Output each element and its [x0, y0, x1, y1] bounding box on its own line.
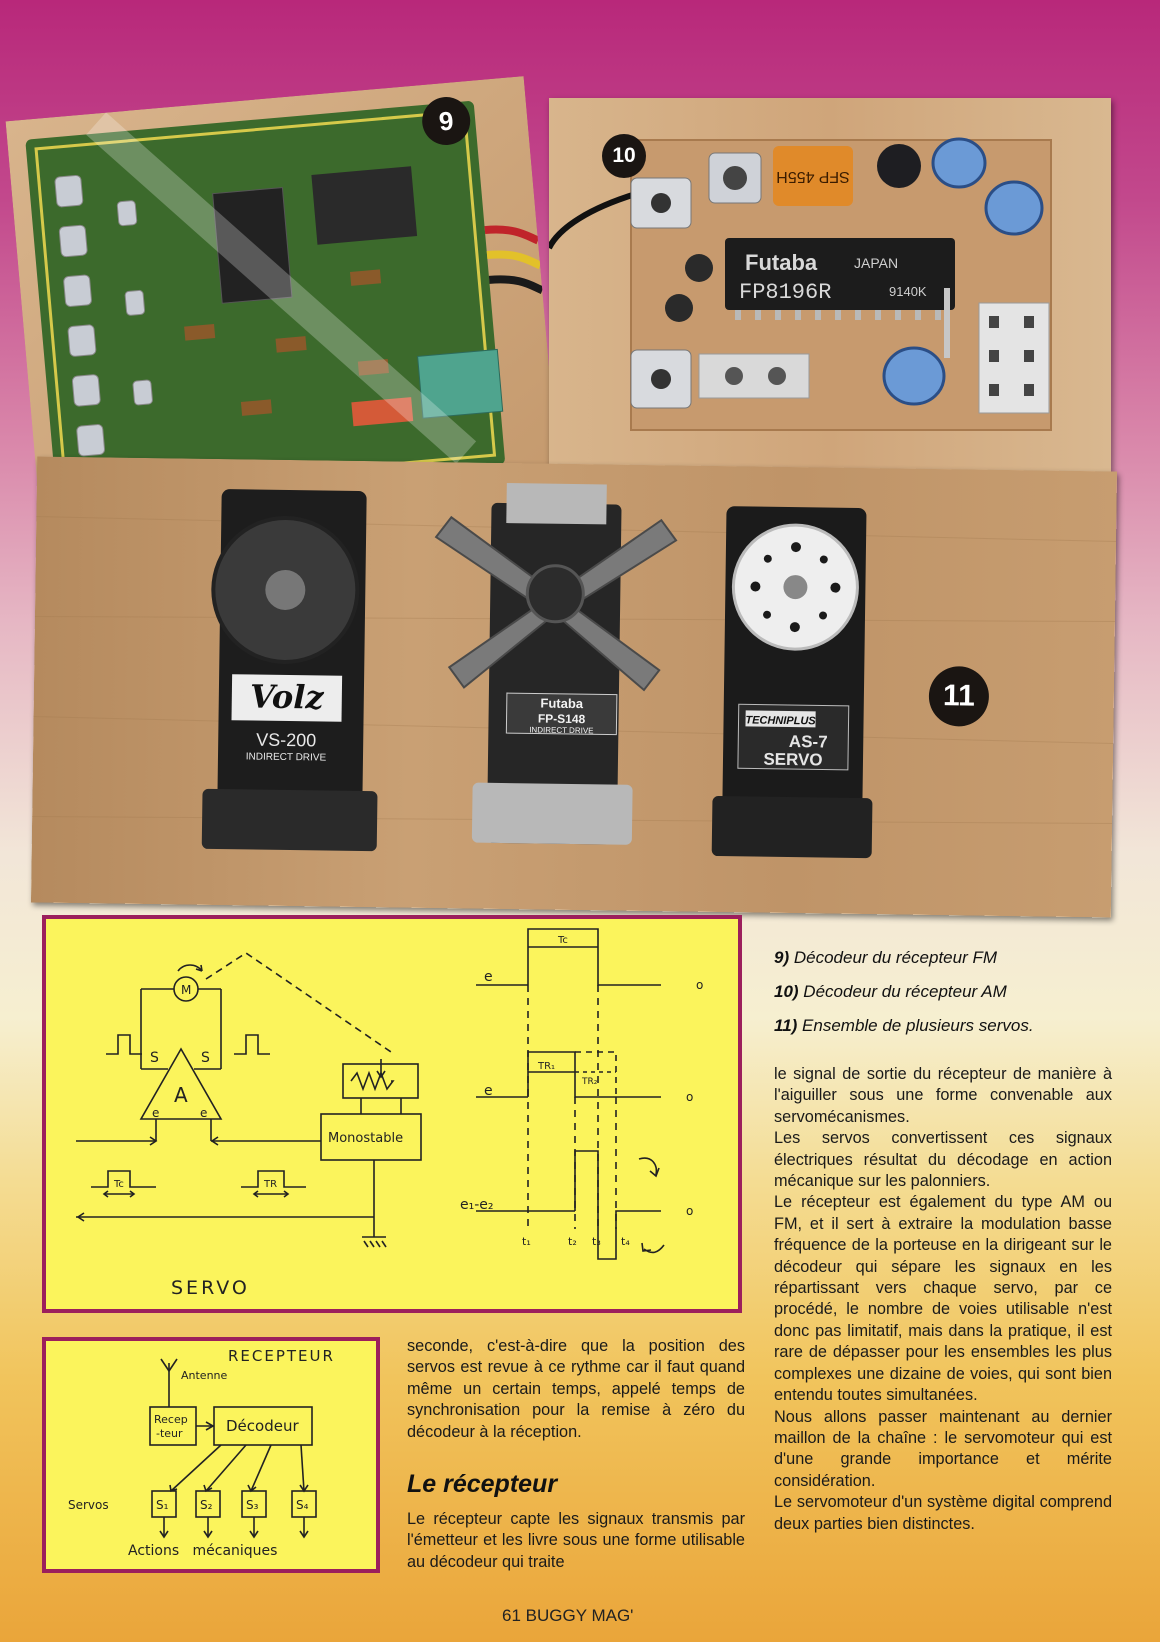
motor-label: M [181, 983, 191, 997]
s4-box-label: S₄ [296, 1498, 309, 1512]
s3-box-label: S₃ [246, 1498, 259, 1512]
filter-label: SFP 455H [776, 168, 850, 185]
caption-10-number: 10) [774, 982, 799, 1001]
right-paragraph-4: Nous allons passer maintenant au dernier… [774, 1407, 1112, 1490]
wave-e1-label: e [484, 969, 493, 985]
tc-label: Tc [113, 1179, 124, 1190]
am-decoder-image: SFP 455H Futaba JAPAN FP8196R 9140K [549, 98, 1111, 472]
right-column: le signal de sortie du récepteur de mani… [774, 1064, 1112, 1535]
receiver-diagram: RECEPTEUR Antenne Recep -teur Décodeur S… [68, 1347, 335, 1559]
actions-label: Actions mécaniques [128, 1543, 277, 1559]
right-paragraph-3: Le récepteur est également du type AM ou… [774, 1193, 1112, 1405]
caption-11-text: Ensemble de plusieurs servos. [797, 1016, 1034, 1035]
servo-diagram: M A S S e e Monostable Tc TR SERVO e e e… [76, 928, 703, 1299]
caption-10: 10) Décodeur du récepteur AM [774, 982, 1007, 1002]
t4-label: t₄ [621, 1235, 630, 1248]
e2-label: e [200, 1106, 207, 1120]
wave-tc-label: Tc [557, 935, 568, 946]
wave-tr2-label: TR₂ [581, 1077, 598, 1087]
photo-servos: Volz VS-200 INDIRECT DRIVE Futaba FP-S14… [30, 456, 1118, 918]
caption-11-number: 11) [774, 1016, 798, 1035]
middle-column: seconde, c'est-à-dire que la position de… [407, 1336, 745, 1443]
servo3-sub: SERVO [763, 750, 822, 770]
e1-label: e [152, 1106, 159, 1120]
right-paragraph-1: le signal de sortie du récepteur de mani… [774, 1065, 1112, 1126]
receiver-title: RECEPTEUR [228, 1347, 335, 1365]
tr-label: TR [263, 1179, 277, 1190]
receiver-diagram-panel: RECEPTEUR Antenne Recep -teur Décodeur S… [42, 1337, 380, 1573]
t2-label: t₂ [568, 1235, 577, 1248]
monostable-label: Monostable [328, 1131, 403, 1146]
antenna-label: Antenne [181, 1369, 228, 1382]
receiver-box-label-2: -teur [156, 1427, 183, 1440]
caption-9-number: 9) [774, 948, 790, 967]
caption-10-text: Décodeur du récepteur AM [798, 982, 1007, 1001]
zero-e1: o [696, 978, 703, 992]
servo3-model: AS-7 [789, 732, 828, 752]
servo3-brand: TECHNIPLUS [745, 714, 816, 727]
middle-paragraph-2: Le récepteur capte les signaux transmis … [407, 1510, 745, 1571]
middle-paragraph-1: seconde, c'est-à-dire que la position de… [407, 1337, 745, 1441]
page-folio: 61 BUGGY MAG' [502, 1606, 634, 1625]
amp-label: A [174, 1083, 188, 1107]
photo-am-decoder: SFP 455H Futaba JAPAN FP8196R 9140K 10 [549, 98, 1111, 472]
wave-diff-label: e₁-e₂ [460, 1197, 494, 1213]
wave-tr1-label: TR₁ [537, 1061, 555, 1072]
receiver-box-label-1: Recep [154, 1413, 188, 1426]
caption-9: 9) Décodeur du récepteur FM [774, 948, 997, 968]
servo1-model: VS-200 [256, 730, 316, 751]
middle-column-lower: Le récepteur capte les signaux transmis … [407, 1509, 745, 1573]
decoder-label: Décodeur [226, 1417, 299, 1435]
servo1-sub: INDIRECT DRIVE [246, 751, 327, 763]
t3-label: t₃ [592, 1235, 601, 1248]
caption-11: 11) Ensemble de plusieurs servos. [774, 1016, 1034, 1036]
servo2-brand: Futaba [540, 696, 584, 712]
s2-box-label: S₂ [200, 1498, 213, 1512]
s2-label: S [201, 1050, 210, 1066]
servo-diagram-panel: M A S S e e Monostable Tc TR SERVO e e e… [42, 915, 742, 1313]
s1-label: S [150, 1050, 159, 1066]
right-paragraph-2: Les servos convertissent ces signaux éle… [774, 1129, 1112, 1191]
servos-image: Volz VS-200 INDIRECT DRIVE Futaba FP-S14… [30, 456, 1118, 918]
photo-10-badge: 10 [602, 134, 646, 178]
chip-part: FP8196R [739, 280, 831, 305]
servos-label: Servos [68, 1498, 109, 1512]
right-paragraph-5: Le servomoteur d'un système digital comp… [774, 1493, 1112, 1533]
zero-e2: o [686, 1090, 693, 1104]
chip-origin: JAPAN [854, 255, 898, 271]
fm-decoder-image [5, 76, 559, 520]
s1-box-label: S₁ [156, 1498, 169, 1512]
servo1-brand: Volz [250, 677, 325, 716]
t1-label: t₁ [522, 1235, 531, 1248]
chip-code: 9140K [889, 284, 927, 299]
photo-fm-decoder: 9 [5, 76, 559, 520]
servo-title: SERVO [171, 1277, 250, 1299]
servo2-sub: INDIRECT DRIVE [529, 725, 593, 735]
section-heading: Le récepteur [407, 1470, 558, 1498]
chip-brand: Futaba [745, 250, 818, 275]
caption-9-text: Décodeur du récepteur FM [789, 948, 998, 967]
servo2-model: FP-S148 [538, 711, 586, 726]
wave-e2-label: e [484, 1083, 493, 1099]
zero-diff: o [686, 1204, 693, 1218]
